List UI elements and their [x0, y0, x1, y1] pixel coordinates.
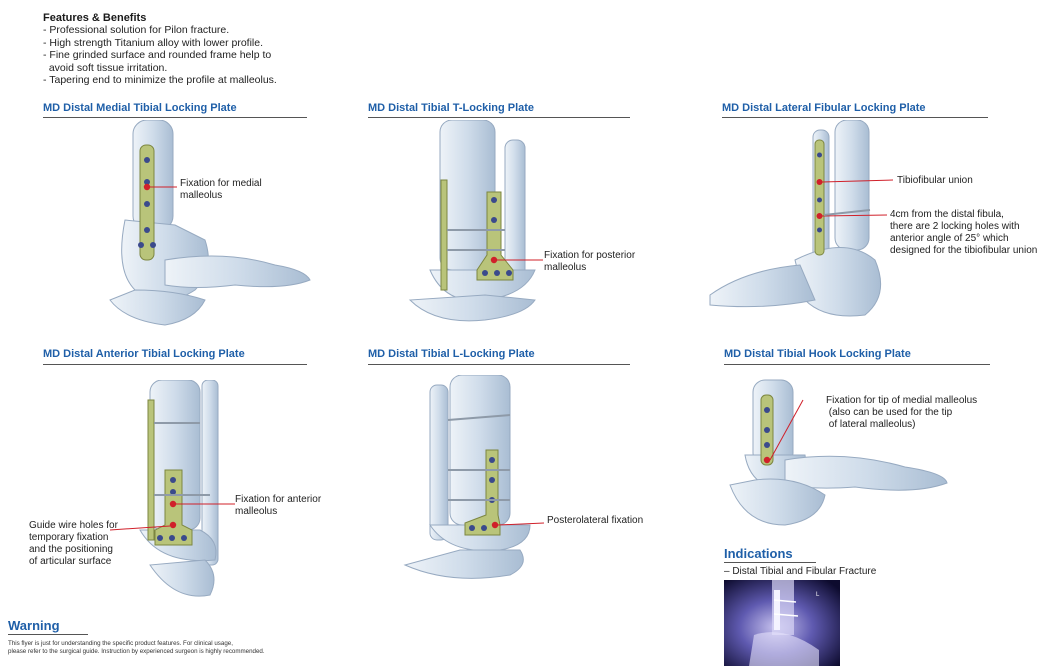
- divider: [724, 562, 816, 563]
- callout-tibiofibular-union: Tibiofibular union: [897, 175, 973, 186]
- medial-tibial-plate-illustration: [109, 120, 311, 326]
- callout-hook-medial-malleolus: Fixation for tip of medial malleolus (al…: [826, 395, 978, 430]
- divider: [724, 364, 990, 365]
- hook-locking-plate-illustration: [729, 379, 948, 526]
- callout-posterior-malleolus: Fixation for posterior malleolus: [544, 250, 636, 273]
- feature-item: - High strength Titanium alloy with lowe…: [43, 36, 264, 49]
- lateral-fibular-plate-illustration: [709, 120, 894, 317]
- divider: [43, 364, 307, 365]
- divider: [43, 117, 307, 118]
- product-title-anterior-tibial: MD Distal Anterior Tibial Locking Plate: [43, 348, 245, 360]
- xray-image: L: [724, 580, 840, 666]
- xray-marker: L: [816, 592, 820, 598]
- indications-text: – Distal Tibial and Fibular Fracture: [724, 566, 877, 577]
- feature-item: - Tapering end to minimize the profile a…: [43, 74, 277, 87]
- pointer-line: [110, 525, 171, 531]
- product-title-lateral-fibular: MD Distal Lateral Fibular Locking Plate: [722, 102, 926, 114]
- product-title-l-locking: MD Distal Tibial L-Locking Plate: [368, 348, 535, 360]
- divider: [368, 117, 630, 118]
- warning-text: This flyer is just for understanding the…: [8, 640, 265, 655]
- callout-posterolateral-fixation: Posterolateral fixation: [547, 515, 644, 526]
- features-benefits: Features & Benefits - Professional solut…: [43, 12, 277, 86]
- features-title: Features & Benefits: [43, 12, 147, 24]
- divider: [368, 364, 630, 365]
- warning-title: Warning: [8, 618, 60, 633]
- callout-medial-malleolus: Fixation for medial malleolus: [180, 178, 262, 201]
- product-title-medial-tibial: MD Distal Medial Tibial Locking Plate: [43, 102, 237, 114]
- l-locking-plate-illustration: [403, 375, 545, 579]
- t-locking-plate-illustration: [408, 120, 543, 322]
- feature-item: avoid soft tissue irritation.: [43, 61, 168, 74]
- anterior-tibial-plate-illustration: [139, 380, 235, 597]
- callout-anterior-malleolus: Fixation for anterior malleolus: [235, 494, 322, 517]
- callout-guide-wire-holes: Guide wire holes for temporary fixation …: [29, 520, 118, 567]
- product-title-hook: MD Distal Tibial Hook Locking Plate: [724, 348, 911, 360]
- divider: [722, 117, 988, 118]
- product-title-t-locking: MD Distal Tibial T-Locking Plate: [368, 102, 535, 114]
- feature-item: - Professional solution for Pilon fractu…: [43, 24, 230, 37]
- indications-title: Indications: [724, 546, 793, 561]
- divider: [8, 634, 88, 635]
- callout-distal-fibula-holes: 4cm from the distal fibula, there are 2 …: [890, 209, 1038, 256]
- feature-item: - Fine grinded surface and rounded frame…: [43, 49, 272, 62]
